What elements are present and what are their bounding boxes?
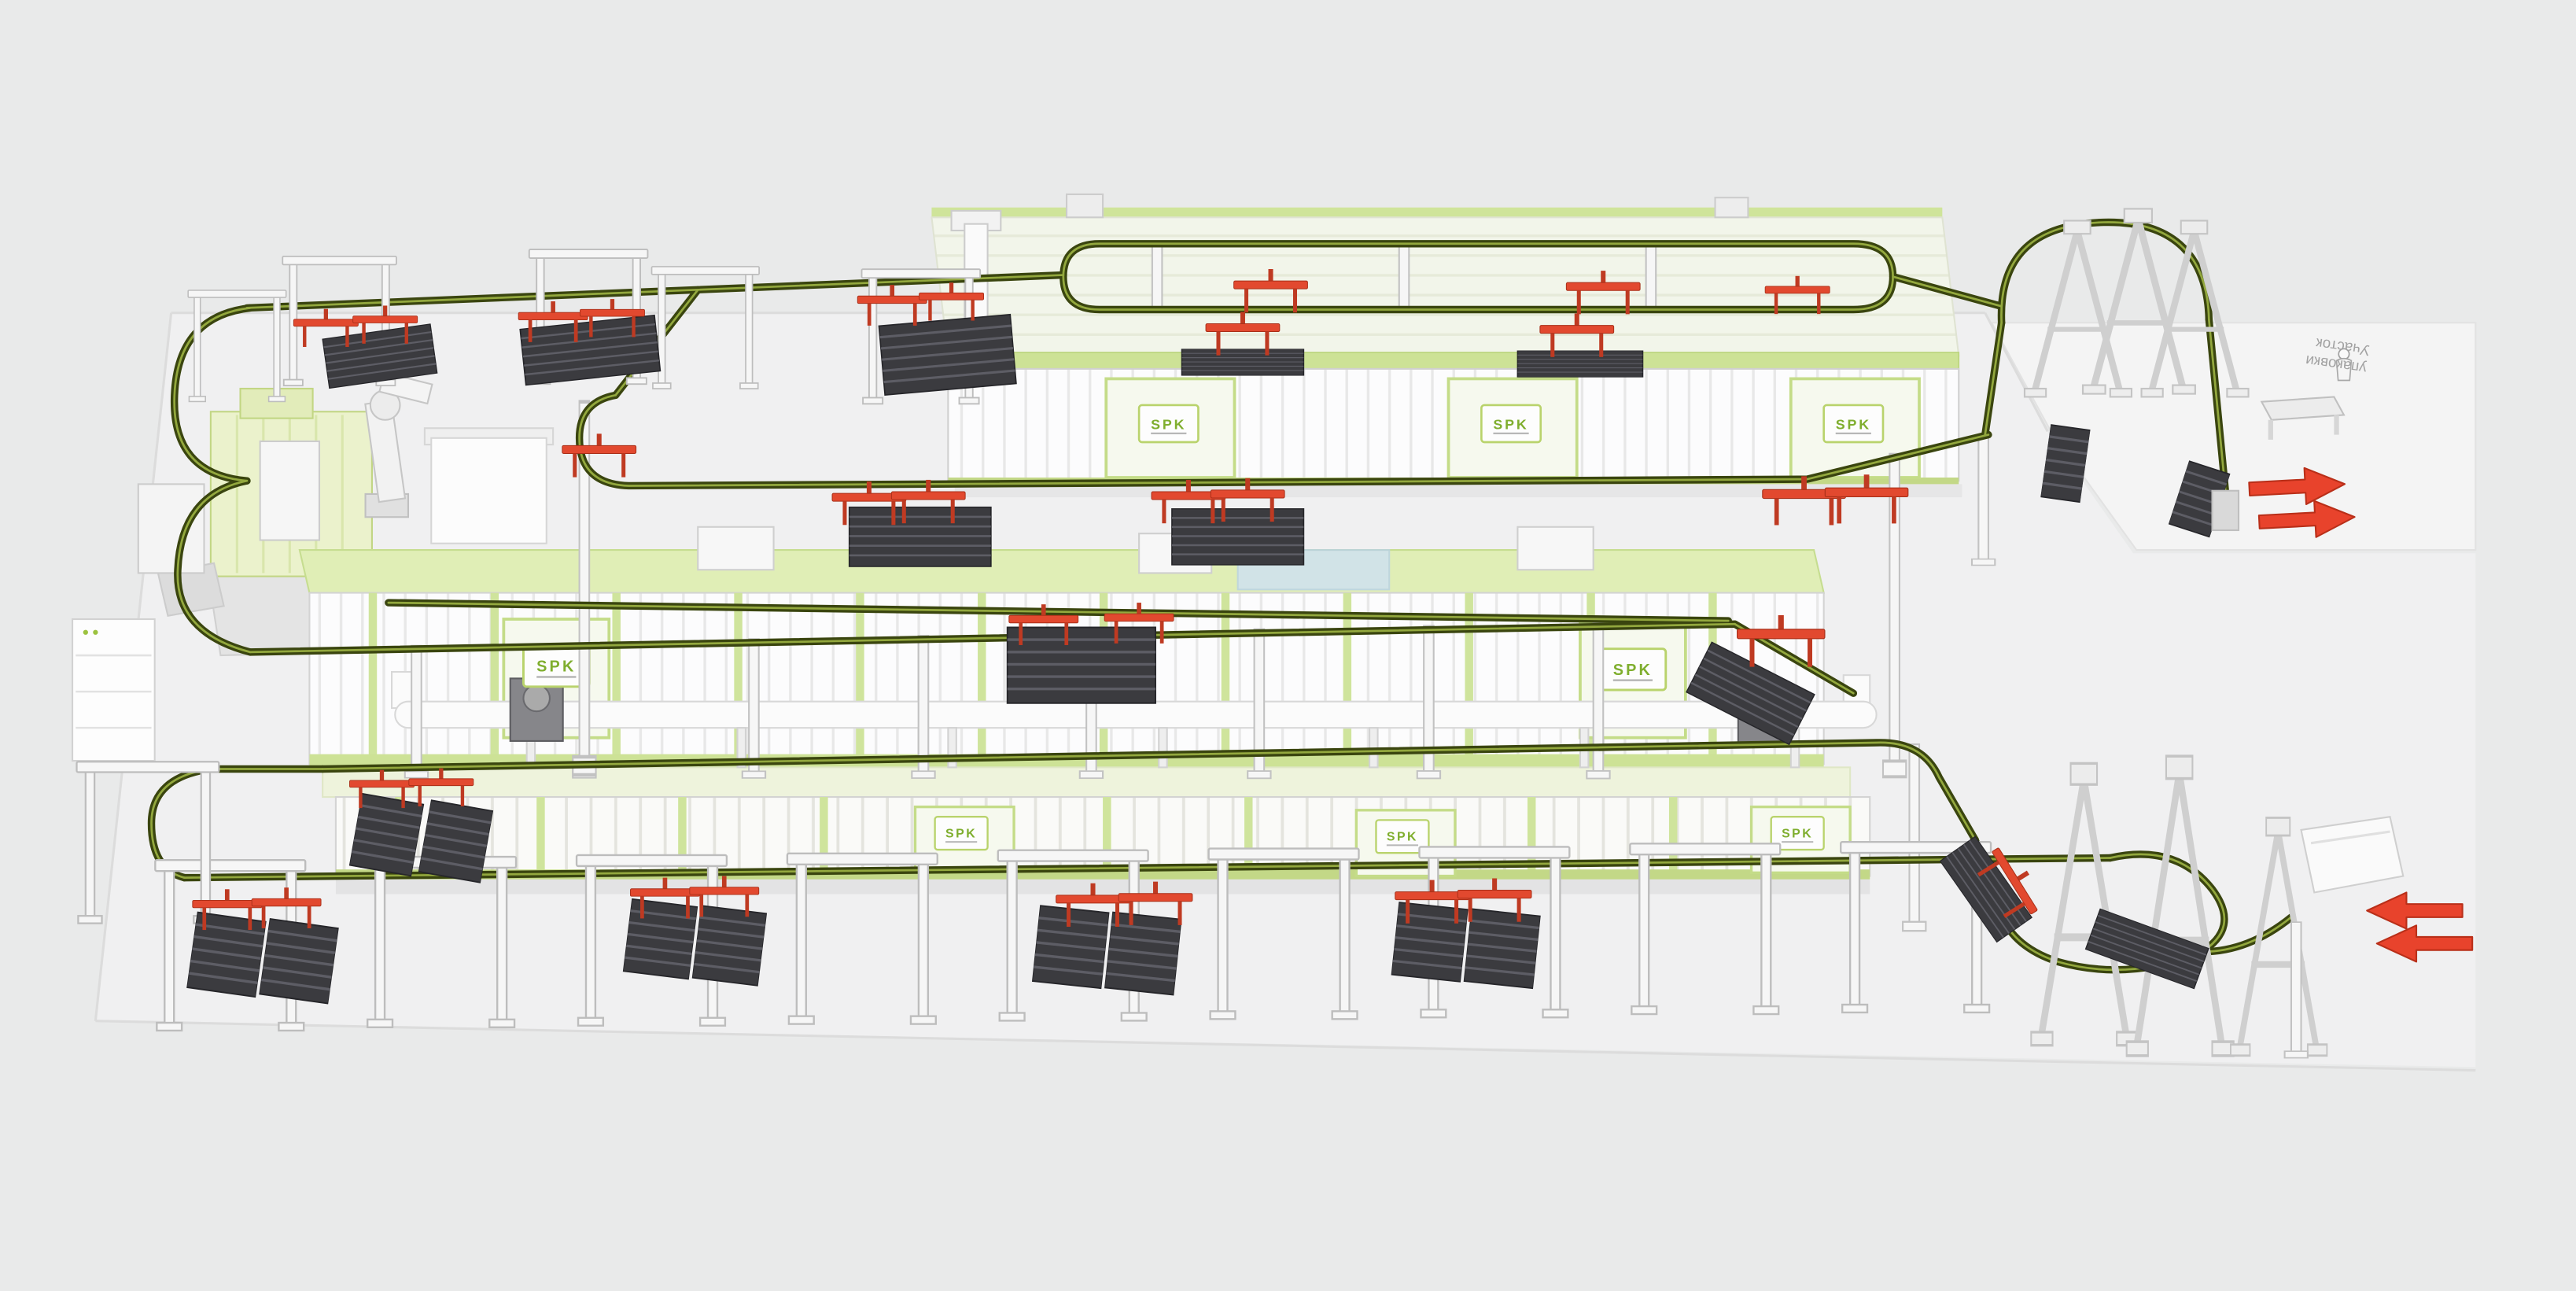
packaging-floor xyxy=(1990,322,2477,551)
roof-ahu-unit xyxy=(697,526,775,571)
workpiece-panel xyxy=(1181,348,1305,377)
spk-logo xyxy=(1822,404,1885,444)
workpiece-panel xyxy=(877,313,1018,397)
upper-booth-back-strip xyxy=(931,207,1943,218)
lower-booth-roof-band xyxy=(298,549,1825,594)
unload-station xyxy=(2211,489,2240,532)
workpiece-panel xyxy=(1170,507,1305,566)
workpiece-panel xyxy=(186,910,267,998)
workpiece-panel xyxy=(1516,349,1644,378)
workpiece-panel xyxy=(848,506,993,568)
electrical-cabinet xyxy=(72,618,156,762)
table-leg xyxy=(2268,419,2273,440)
pretreatment-door xyxy=(259,440,321,541)
workpiece-panel xyxy=(417,799,495,884)
roof-duct-elbow xyxy=(950,209,1002,232)
main-duct xyxy=(394,700,1878,729)
roof-ahu-unit xyxy=(1516,526,1594,571)
workpiece-panel xyxy=(691,904,768,987)
packing-table xyxy=(2260,396,2346,421)
roof-fan-unit xyxy=(1065,193,1104,219)
table-leg xyxy=(2334,415,2339,435)
workpiece-panel xyxy=(1006,625,1157,705)
workpiece-panel xyxy=(258,917,340,1005)
spk-logo xyxy=(1137,404,1200,444)
blower-unit xyxy=(509,677,564,742)
loading-chute xyxy=(2300,816,2405,894)
workpiece-panel xyxy=(1030,904,1111,990)
roof-fan-unit xyxy=(1714,197,1749,219)
roof-glazing xyxy=(1236,549,1391,591)
spk-logo xyxy=(934,816,989,851)
upper-booth-fascia xyxy=(947,352,1960,370)
aux-unit xyxy=(137,483,205,574)
spk-logo xyxy=(1480,404,1542,444)
paint-booth-upper xyxy=(931,193,1962,498)
workpiece-panel xyxy=(1462,907,1542,990)
control-cabin xyxy=(430,437,547,544)
spk-logo xyxy=(1598,647,1668,692)
